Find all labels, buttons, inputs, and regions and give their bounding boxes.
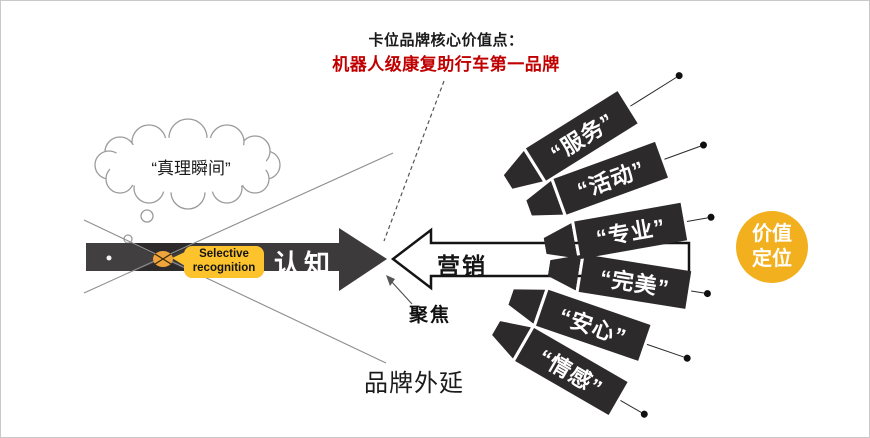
- value-badge-line2: 定位: [752, 248, 792, 270]
- focus-cone-right: [163, 153, 393, 363]
- banner-horn-icon: [546, 249, 582, 291]
- core-value-dashed-line: [383, 80, 445, 242]
- banner-antenna-line: [646, 343, 685, 358]
- callout-line2: recognition: [192, 262, 256, 274]
- core-value-title-line1: 卡位品牌核心价值点：: [368, 32, 524, 49]
- brand-extension-label: 品牌外延: [364, 370, 464, 397]
- banner-antenna-line: [691, 290, 705, 294]
- focus-cone-left: [84, 220, 163, 293]
- banner-end-dot: [706, 212, 715, 221]
- marketing-arrow-label: 营销: [437, 253, 487, 279]
- spark-dot: [106, 255, 112, 261]
- value-badge-line1: 价值: [752, 223, 792, 245]
- banner-antenna-line: [620, 399, 642, 413]
- core-value-title: 卡位品牌核心价值点： 机器人级康复助行车第一品牌: [311, 32, 581, 75]
- core-value-title-line2: 机器人级康复助行车第一品牌: [332, 54, 560, 74]
- cognition-arrow-label: 认知: [274, 244, 334, 281]
- banner-end-dot: [703, 289, 712, 298]
- focus-pointer-arrow: [386, 275, 413, 305]
- value-positioning-badge: 价值 定位: [736, 211, 808, 283]
- selective-point-icon: [153, 251, 173, 267]
- banner-antenna-line: [664, 145, 701, 160]
- thought-cloud-icon: [94, 118, 281, 210]
- thought-trail-dots: [123, 209, 154, 244]
- extension-line-up: [83, 152, 394, 294]
- focus-label: 聚焦: [409, 305, 452, 326]
- extension-line-down: [83, 219, 387, 364]
- selective-recognition-callout: Selective recognition: [172, 246, 264, 278]
- banner-antenna-line: [629, 76, 677, 107]
- thought-bubble-label: “真理瞬间”: [151, 159, 231, 178]
- banner-antenna-line: [686, 216, 708, 222]
- callout-line1: Selective: [199, 248, 249, 261]
